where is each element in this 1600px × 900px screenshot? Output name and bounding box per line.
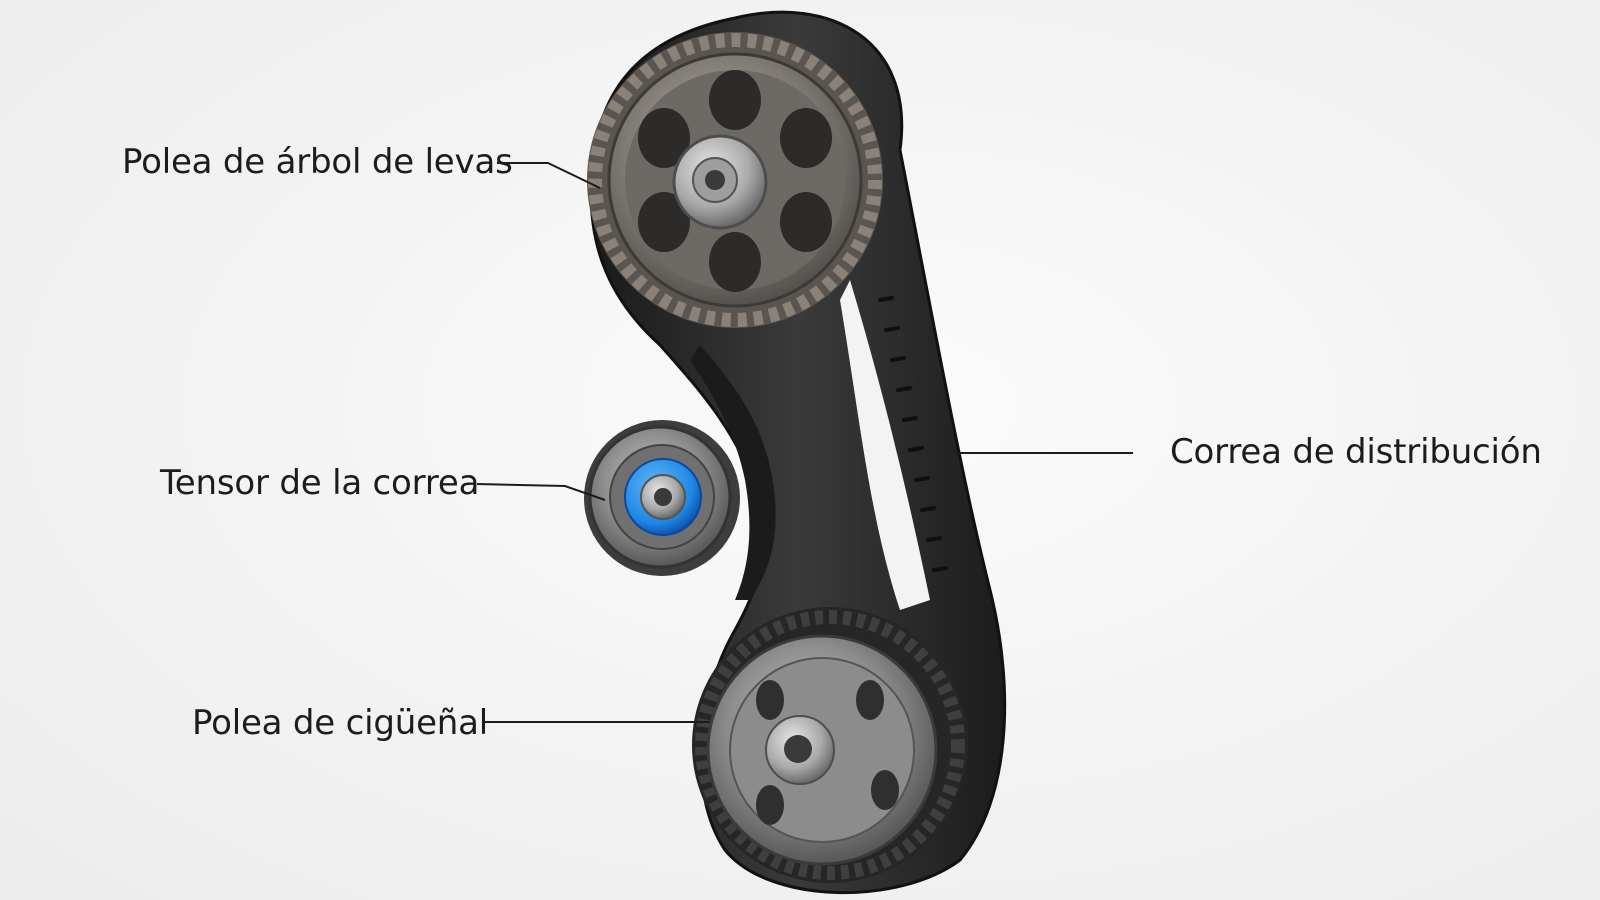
camshaft-spoke-holes (638, 70, 832, 292)
belt-tensioner (584, 420, 740, 576)
belt-teeth (878, 296, 948, 572)
label-camshaft-pulley: Polea de árbol de levas (122, 142, 513, 182)
belt-inner-gap (840, 280, 930, 610)
leader-lines (476, 162, 1133, 723)
leader-tensioner (476, 483, 606, 501)
crankshaft-teeth-ring (695, 610, 965, 880)
camshaft-pulley (587, 32, 883, 328)
label-belt-tensioner: Tensor de la correa (160, 463, 480, 503)
label-timing-belt: Correa de distribución (1170, 432, 1542, 472)
crankshaft-holes (756, 680, 899, 825)
belt-inner-gap-left (690, 345, 776, 600)
leader-camshaft (497, 162, 601, 189)
camshaft-teeth-ring (588, 33, 882, 327)
crankshaft-pulley (692, 607, 968, 883)
label-crankshaft-pulley: Polea de cigüeñal (192, 703, 489, 743)
